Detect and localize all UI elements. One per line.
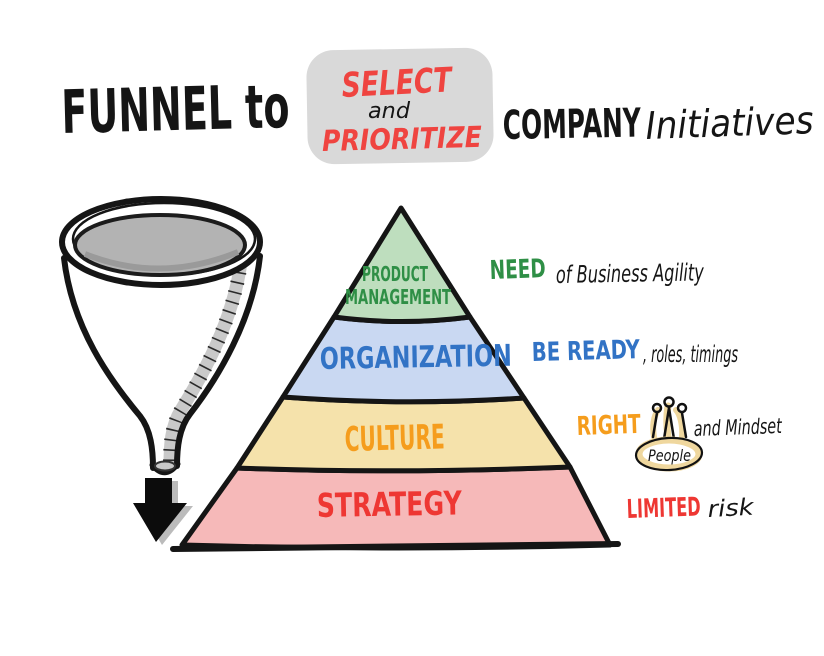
people-oval-label: People bbox=[648, 446, 691, 465]
people-oval-highlight bbox=[635, 436, 703, 472]
pyramid-base-line bbox=[170, 541, 621, 552]
annotations: NEED of Business Agility BE READY , role… bbox=[489, 254, 782, 525]
label-product: PRODUCT bbox=[362, 262, 428, 286]
funnel-left-outline bbox=[61, 255, 156, 471]
person-head-right bbox=[676, 402, 688, 414]
title-suffix-script: Initiatives bbox=[645, 98, 814, 148]
annotation-right-rest: and Mindset bbox=[693, 414, 782, 441]
person-head-center bbox=[663, 396, 675, 408]
people-icon: People bbox=[634, 396, 704, 472]
person-body-center bbox=[662, 406, 676, 441]
funnel-right-outline bbox=[174, 253, 263, 469]
title-and-word: and bbox=[368, 99, 411, 124]
person-body-right bbox=[680, 411, 688, 439]
pyramid-layer-product-management bbox=[331, 205, 473, 324]
label-culture: CULTURE bbox=[344, 417, 445, 460]
annotation-limited-emphasis: LIMITED bbox=[626, 492, 701, 525]
funnel-spout-opening bbox=[154, 460, 176, 472]
label-organization: ORGANIZATION bbox=[320, 339, 513, 377]
down-arrow-icon bbox=[133, 478, 187, 542]
annotation-right-emphasis: RIGHT bbox=[576, 410, 641, 442]
person-body-left bbox=[651, 411, 659, 439]
funnel-top-surface bbox=[73, 213, 247, 277]
pyramid: PRODUCT MANAGEMENT ORGANIZATION CULTURE … bbox=[170, 205, 621, 552]
title: FUNNEL to SELECT and PRIORITIZE COMPANY … bbox=[61, 47, 814, 165]
funnel-inner-stripe bbox=[163, 255, 248, 471]
funnel-top-shade bbox=[83, 249, 240, 272]
people-oval-outline bbox=[634, 436, 704, 472]
title-highlight-box bbox=[306, 47, 494, 165]
people-highlight-right bbox=[673, 407, 686, 440]
annotation-beready-emphasis: BE READY bbox=[531, 335, 641, 368]
title-prefix: FUNNEL to bbox=[61, 72, 291, 148]
title-suffix-word: COMPANY bbox=[502, 101, 641, 149]
title-prioritize-word: PRIORITIZE bbox=[322, 120, 483, 158]
annotation-need-rest: of Business Agility bbox=[556, 258, 705, 289]
title-select-word: SELECT bbox=[341, 60, 455, 106]
label-management: MANAGEMENT bbox=[345, 285, 451, 309]
funnel-body bbox=[64, 260, 259, 468]
annotation-limited-rest: risk bbox=[707, 495, 756, 523]
funnel-icon bbox=[59, 196, 263, 545]
label-strategy: STRATEGY bbox=[316, 483, 462, 525]
annotation-need-emphasis: NEED bbox=[489, 254, 546, 286]
annotation-beready-rest: , roles, timings bbox=[643, 342, 738, 368]
